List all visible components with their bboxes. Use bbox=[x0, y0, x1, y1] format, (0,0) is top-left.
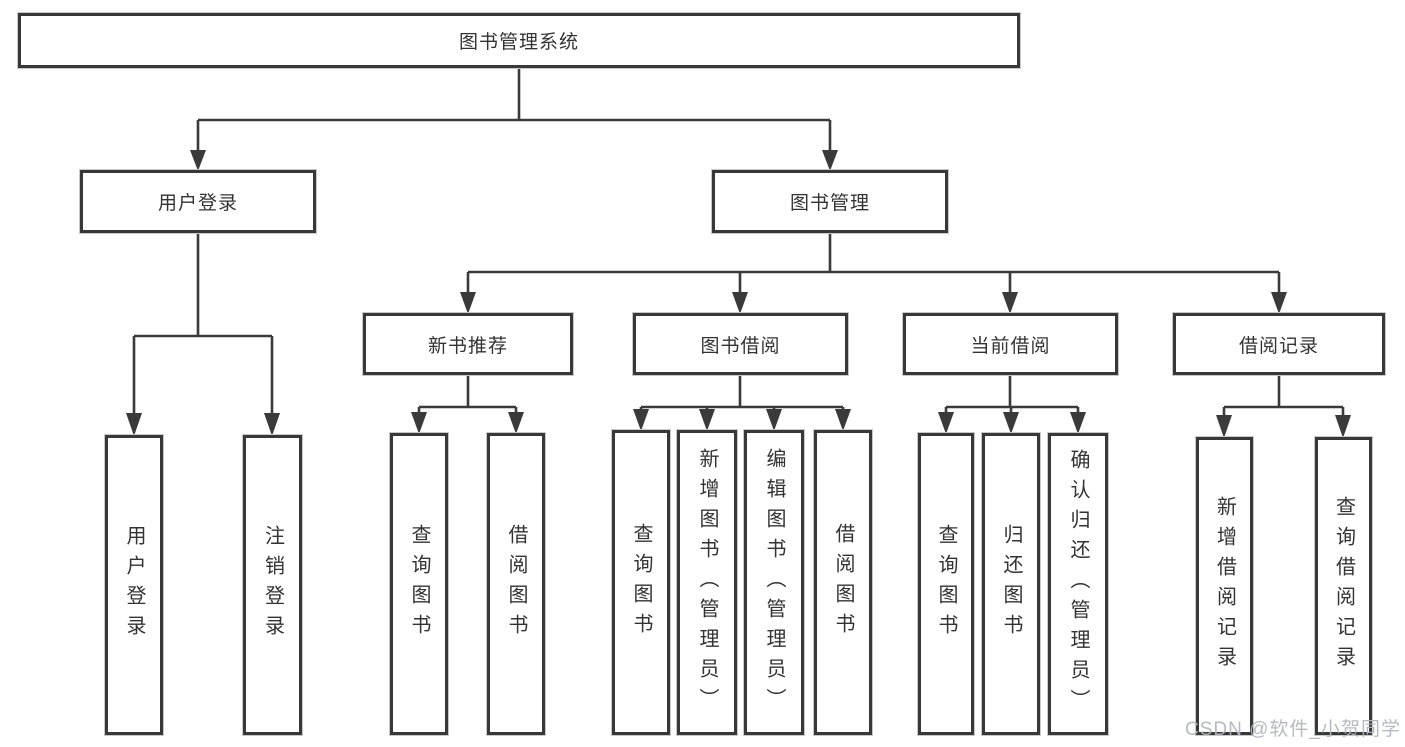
arrowhead bbox=[1003, 412, 1019, 434]
node-book-management-label: 图书管理 bbox=[789, 193, 870, 214]
leaf-user-login-label: 用户登录 bbox=[123, 525, 145, 645]
connector-user-login-to-leaves bbox=[126, 233, 280, 436]
arrowhead bbox=[699, 409, 715, 431]
leaf-query-books-recommend: 查询图书 bbox=[390, 433, 448, 735]
arrowhead bbox=[938, 412, 954, 434]
arrowhead bbox=[835, 409, 851, 431]
arrowhead bbox=[822, 150, 838, 171]
node-new-book-recommendation: 新书推荐 bbox=[363, 313, 573, 375]
leaf-logout: 注销登录 bbox=[243, 435, 302, 735]
node-current-borrowing-label: 当前借阅 bbox=[970, 335, 1051, 357]
leaf-add-book-admin: 新增图书（管理员） bbox=[677, 430, 737, 735]
arrowhead bbox=[411, 412, 427, 434]
node-book-borrowing: 图书借阅 bbox=[633, 313, 848, 375]
arrowhead bbox=[1271, 292, 1287, 314]
connector-book-mgmt-to-groups bbox=[460, 233, 1287, 314]
leaf-query-books-borrowing: 查询图书 bbox=[612, 430, 670, 735]
leaf-user-login: 用户登录 bbox=[105, 435, 163, 735]
arrowhead bbox=[1002, 292, 1018, 314]
leaf-query-borrow-record: 查询借阅记录 bbox=[1315, 437, 1372, 735]
arrowhead bbox=[633, 409, 649, 431]
arrowhead bbox=[732, 292, 748, 314]
connector-book-borrow-to-leaves bbox=[633, 375, 851, 431]
node-new-book-recommendation-label: 新书推荐 bbox=[427, 335, 508, 357]
leaf-logout-label: 注销登录 bbox=[261, 525, 284, 645]
node-book-borrowing-label: 图书借阅 bbox=[700, 335, 781, 357]
leaf-add-borrow-record-label: 新增借阅记录 bbox=[1213, 496, 1236, 676]
connector-root-to-branches bbox=[190, 68, 838, 171]
node-root: 图书管理系统 bbox=[18, 13, 1020, 68]
arrowhead bbox=[190, 150, 206, 171]
node-user-login: 用户登录 bbox=[80, 170, 316, 233]
leaf-return-book-label: 归还图书 bbox=[1000, 524, 1022, 644]
node-current-borrowing: 当前借阅 bbox=[903, 313, 1118, 375]
leaf-borrow-books-recommend: 借阅图书 bbox=[487, 433, 545, 735]
leaf-add-book-admin-label: 新增图书（管理员） bbox=[696, 447, 718, 718]
connector-current-borrow-to-leaves bbox=[938, 375, 1086, 434]
connector-borrow-records-to-leaves bbox=[1216, 375, 1351, 438]
leaf-borrow-books-borrowing: 借阅图书 bbox=[814, 430, 872, 735]
leaf-add-borrow-record: 新增借阅记录 bbox=[1196, 437, 1253, 735]
node-book-management: 图书管理 bbox=[712, 170, 948, 233]
arrowhead bbox=[508, 412, 524, 434]
arrowhead bbox=[264, 413, 280, 436]
node-borrowing-records-label: 借阅记录 bbox=[1238, 335, 1319, 357]
arrowhead bbox=[126, 413, 142, 436]
leaf-confirm-return-admin: 确认归还（管理员） bbox=[1048, 433, 1108, 735]
leaf-query-books-borrowing-label: 查询图书 bbox=[630, 522, 652, 643]
leaf-query-borrow-record-label: 查询借阅记录 bbox=[1332, 496, 1355, 676]
node-root-label: 图书管理系统 bbox=[458, 32, 579, 53]
arrowhead bbox=[766, 409, 782, 431]
node-user-login-label: 用户登录 bbox=[157, 193, 238, 214]
leaf-borrow-books-recommend-label: 借阅图书 bbox=[505, 524, 527, 644]
arrowhead bbox=[1335, 415, 1351, 438]
leaf-borrow-books-borrowing-label: 借阅图书 bbox=[832, 522, 854, 643]
leaf-query-books-current-label: 查询图书 bbox=[935, 524, 957, 644]
leaf-edit-book-admin: 编辑图书（管理员） bbox=[744, 430, 804, 735]
connector-new-book-to-leaves bbox=[411, 375, 524, 434]
arrowhead bbox=[1216, 415, 1232, 438]
leaf-edit-book-admin-label: 编辑图书（管理员） bbox=[763, 447, 785, 718]
arrowhead bbox=[1070, 412, 1086, 434]
csdn-watermark: CSDN @软件_小贺同学 bbox=[1185, 719, 1401, 740]
arrowhead bbox=[460, 292, 476, 314]
leaf-return-book: 归还图书 bbox=[982, 433, 1040, 735]
node-borrowing-records: 借阅记录 bbox=[1173, 313, 1385, 375]
leaf-query-books-current: 查询图书 bbox=[918, 433, 974, 735]
leaf-confirm-return-admin-label: 确认归还（管理员） bbox=[1067, 449, 1089, 719]
leaf-query-books-recommend-label: 查询图书 bbox=[408, 524, 430, 644]
